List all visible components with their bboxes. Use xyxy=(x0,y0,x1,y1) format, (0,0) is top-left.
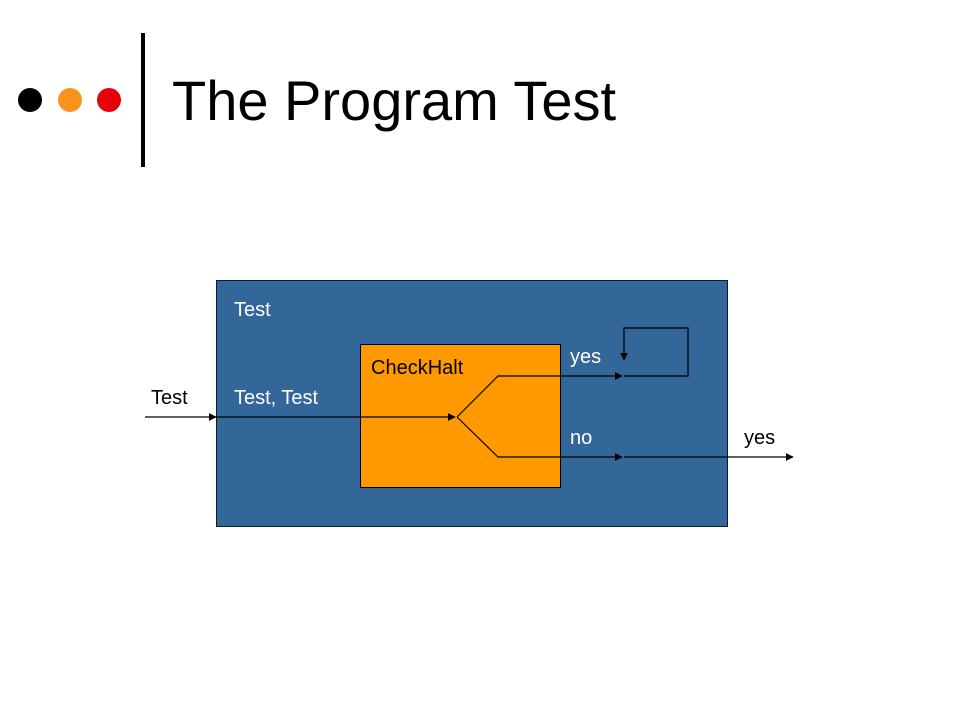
input-label: Test xyxy=(151,387,188,409)
checkhalt-box xyxy=(360,344,561,488)
decision-fork-yes xyxy=(456,375,560,418)
checkhalt-label: CheckHalt xyxy=(371,357,464,379)
title-divider xyxy=(141,33,145,167)
yes-branch-label: yes xyxy=(570,346,602,368)
bullet-dot-orange xyxy=(58,88,82,112)
inner-input-label: Test, Test xyxy=(234,387,319,409)
infinite-loop xyxy=(620,327,689,377)
bullet-dot-black xyxy=(18,88,42,112)
decision-fork-no xyxy=(456,416,560,458)
no-branch-label: no xyxy=(570,427,593,449)
bullet-dot-red xyxy=(97,88,121,112)
outer-box-label: Test xyxy=(234,299,271,321)
output-label: yes xyxy=(744,427,776,449)
slide-title: The Program Test xyxy=(172,69,617,132)
